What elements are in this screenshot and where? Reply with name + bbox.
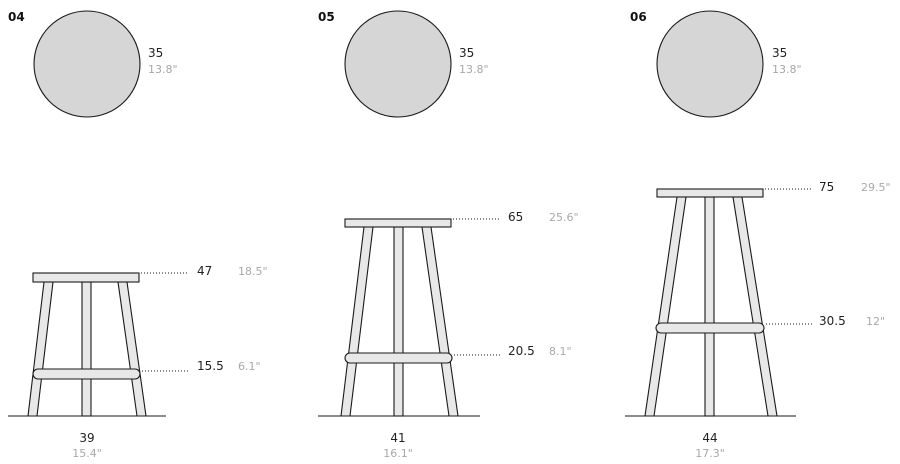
stool-04-foot-ring	[32, 368, 141, 380]
stool-05-seat-diameter-in: 13.8"	[459, 63, 489, 76]
stool-06-foot-height: 30.5	[819, 314, 846, 328]
stool-05-number: 05	[318, 10, 335, 24]
stool-05-left-leg	[340, 226, 374, 417]
stool-06-base-width-in: 17.3"	[695, 447, 725, 460]
stool-05-seat-top-view	[344, 10, 452, 118]
stool-06-seat-diameter-in: 13.8"	[772, 63, 802, 76]
stool-05-seat	[344, 218, 452, 228]
stool-04-seat-top-view	[33, 10, 141, 118]
stool-04-foot-height-in: 6.1"	[238, 360, 261, 373]
stool-06-left-leg	[644, 196, 687, 417]
stool-06-seat-top-view	[656, 10, 764, 118]
stool-04-seat-height-in: 18.5"	[238, 265, 268, 278]
stool-04-foot-height: 15.5	[197, 359, 224, 373]
stool-06-number: 06	[630, 10, 647, 24]
stool-04-right-leg	[117, 281, 147, 417]
stool-06-seat	[656, 188, 764, 198]
stool-06-base-width: 44	[702, 431, 717, 445]
stool-06-seat-height: 75	[819, 180, 834, 194]
stool-04-side-view	[8, 272, 189, 417]
stool-05-seat-height-in: 25.6"	[549, 211, 579, 224]
stool-05-foot-ring	[344, 352, 453, 364]
stool-06-foot-ring	[655, 322, 765, 334]
stool-05-base-width: 41	[390, 431, 405, 445]
stool-04-base-width-in: 15.4"	[72, 447, 102, 460]
stool-04-seat	[32, 272, 140, 283]
stool-06-seat-diameter: 35	[772, 46, 787, 60]
stool-05-center-leg	[393, 226, 404, 417]
stool-05-base-width-in: 16.1"	[383, 447, 413, 460]
stool-06-right-leg	[732, 196, 778, 417]
stool-06-center-leg	[704, 196, 715, 417]
stool-05-side-view	[318, 218, 501, 417]
stool-06-foot-height-in: 12"	[866, 315, 885, 328]
stool-06-side-view	[625, 188, 812, 417]
stool-04-seat-diameter-in: 13.8"	[148, 63, 178, 76]
stool-04-center-leg	[81, 281, 92, 417]
stool-05-seat-diameter: 35	[459, 46, 474, 60]
stool-04-seat-diameter: 35	[148, 46, 163, 60]
stool-04-seat-height: 47	[197, 264, 212, 278]
stool-04-base-width: 39	[79, 431, 94, 445]
stool-06-seat-height-in: 29.5"	[861, 181, 891, 194]
stool-04-number: 04	[8, 10, 25, 24]
stool-05: 05 35 13.8" 65 25.6" 20.5 8.1" 41 16.1"	[318, 10, 579, 460]
stool-06: 06 35 13.8" 75 29.5" 30.5 12" 44 17.3"	[625, 10, 891, 460]
stool-04-left-leg	[27, 281, 54, 417]
stool-05-right-leg	[421, 226, 459, 417]
stool-05-foot-height-in: 8.1"	[549, 345, 572, 358]
stool-04: 04 35 13.8" 47 18.5" 15.5 6.1" 39 15.4"	[8, 10, 268, 460]
stool-05-seat-height: 65	[508, 210, 523, 224]
stool-05-foot-height: 20.5	[508, 344, 535, 358]
